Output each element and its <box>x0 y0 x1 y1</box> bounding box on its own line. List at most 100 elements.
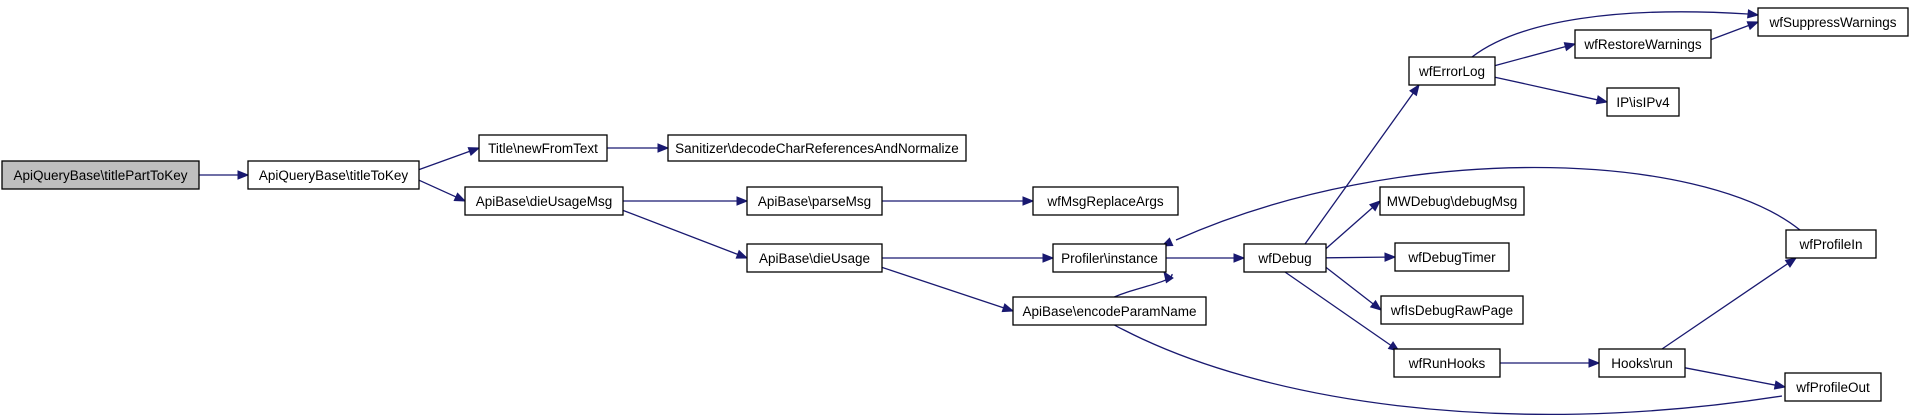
node-label: Profiler\instance <box>1061 251 1158 266</box>
edge-line <box>1325 256 1387 259</box>
edge-n10-to-n17 <box>1325 266 1383 311</box>
arrow-head-icon <box>237 170 250 180</box>
node-label: wfProfileOut <box>1795 380 1870 395</box>
edge-n4-to-n5 <box>623 196 749 206</box>
arrow-head-icon <box>1409 83 1420 97</box>
node-label: wfIsDebugRawPage <box>1390 303 1513 318</box>
edge-n1-to-n4 <box>418 179 467 202</box>
node-label: Sanitizer\decodeCharReferencesAndNormali… <box>675 141 959 156</box>
graph-node[interactable]: wfDebug <box>1243 243 1327 273</box>
node-box <box>1380 295 1524 325</box>
edge-n19-to-n21 <box>1684 367 1787 390</box>
arrow-head-icon <box>1233 253 1246 263</box>
node-box <box>247 160 420 190</box>
arrow-head-icon <box>735 249 749 259</box>
arrow-head-icon <box>1022 196 1035 206</box>
edge-n11-to-n12 <box>1494 42 1577 67</box>
graph-node[interactable]: wfProfileIn <box>1785 229 1877 259</box>
graph-node[interactable]: Sanitizer\decodeCharReferencesAndNormali… <box>667 134 967 162</box>
node-box <box>1393 348 1501 378</box>
graph-node[interactable]: wfMsgReplaceArgs <box>1032 186 1179 216</box>
graph-node[interactable]: wfSuppressWarnings <box>1757 7 1909 37</box>
graph-node[interactable]: wfDebugTimer <box>1394 242 1510 272</box>
node-label: wfSuppressWarnings <box>1768 15 1896 30</box>
node-label: wfDebug <box>1257 251 1311 266</box>
arrow-head-icon <box>1042 253 1055 263</box>
root-node: ApiQueryBase\titlePartToKey <box>1 160 200 190</box>
graph-node[interactable]: wfIsDebugRawPage <box>1380 295 1524 325</box>
edge-n1-to-n2 <box>418 147 481 171</box>
node-box <box>1785 229 1877 259</box>
node-label: wfMsgReplaceArgs <box>1046 194 1164 209</box>
node-label: Title\newFromText <box>488 141 598 156</box>
node-box <box>1757 7 1909 37</box>
arrow-head-icon <box>467 147 481 157</box>
node-label: MWDebug\debugMsg <box>1387 194 1518 209</box>
graph-node[interactable]: ApiQueryBase\titleToKey <box>247 160 420 190</box>
arrow-head-icon <box>1784 257 1798 268</box>
node-label: ApiQueryBase\titlePartToKey <box>13 168 187 183</box>
node-box <box>1574 29 1712 59</box>
edge-n4-to-n7 <box>622 209 749 259</box>
node-box <box>1379 186 1525 216</box>
node-label: ApiQueryBase\titleToKey <box>259 168 409 183</box>
graph-node[interactable]: Title\newFromText <box>478 134 608 162</box>
arrow-head-icon <box>1746 21 1760 31</box>
edge-line <box>1494 76 1599 101</box>
arrow-head-icon <box>1368 200 1382 212</box>
edge-n7-to-n9 <box>881 266 1015 313</box>
edge-n19-to-n20 <box>1661 257 1798 350</box>
edge-n8-to-n10 <box>1166 253 1246 263</box>
edge-line <box>1684 367 1777 386</box>
graph-node[interactable]: MWDebug\debugMsg <box>1379 186 1525 216</box>
graph-node[interactable]: wfRestoreWarnings <box>1574 29 1712 59</box>
node-box <box>1606 87 1680 117</box>
edge-n21-to-n8 <box>1100 270 1783 416</box>
graph-node[interactable]: wfRunHooks <box>1393 348 1501 378</box>
graph-node[interactable]: ApiBase\encodeParamName <box>1012 296 1207 326</box>
arrow-head-icon <box>1369 299 1383 311</box>
edge-line <box>1284 271 1392 347</box>
node-box <box>464 186 624 216</box>
node-box <box>746 243 883 273</box>
edge-line <box>1325 206 1374 250</box>
edge-n11-to-n13 <box>1471 9 1760 58</box>
edge-n11-to-n14 <box>1494 76 1609 105</box>
node-box <box>1784 372 1882 402</box>
edge-line <box>1304 91 1415 245</box>
arrow-head-icon <box>1384 252 1397 262</box>
arrow-head-icon <box>453 192 467 202</box>
arrow-head-icon <box>1163 270 1174 284</box>
edges-layer <box>199 9 1801 416</box>
edge-n18-to-n19 <box>1500 358 1601 368</box>
arrow-head-icon <box>657 143 670 153</box>
arrow-head-icon <box>1001 303 1015 313</box>
graph-node[interactable]: Hooks\run <box>1598 348 1686 378</box>
graph-node[interactable]: Profiler\instance <box>1052 243 1167 273</box>
node-label: ApiBase\encodeParamName <box>1022 304 1196 319</box>
graph-node[interactable]: wfProfileOut <box>1784 372 1882 402</box>
edge-line <box>881 266 1005 309</box>
graph-node[interactable]: ApiBase\parseMsg <box>746 186 883 216</box>
edge-n10-to-n16 <box>1325 252 1397 262</box>
graph-node[interactable]: ApiBase\dieUsageMsg <box>464 186 624 216</box>
edge-line <box>1661 262 1789 350</box>
node-box <box>667 134 967 162</box>
edge-line <box>418 179 458 198</box>
edge-n0-to-n1 <box>199 170 250 180</box>
node-box <box>478 134 608 162</box>
graph-node[interactable]: wfErrorLog <box>1408 56 1496 86</box>
edge-line <box>622 209 739 256</box>
node-label: ApiBase\dieUsageMsg <box>476 194 613 209</box>
graph-node[interactable]: ApiBase\dieUsage <box>746 243 883 273</box>
edge-line <box>1494 45 1567 67</box>
node-box <box>1243 243 1327 273</box>
node-label: wfRunHooks <box>1408 356 1486 371</box>
node-label: ApiBase\dieUsage <box>759 251 870 266</box>
arrow-head-icon <box>1747 9 1760 19</box>
edge-line <box>1710 24 1750 41</box>
graph-node[interactable]: IP\isIPv4 <box>1606 87 1680 117</box>
edge-n2-to-n3 <box>607 143 670 153</box>
node-box <box>1394 242 1510 272</box>
